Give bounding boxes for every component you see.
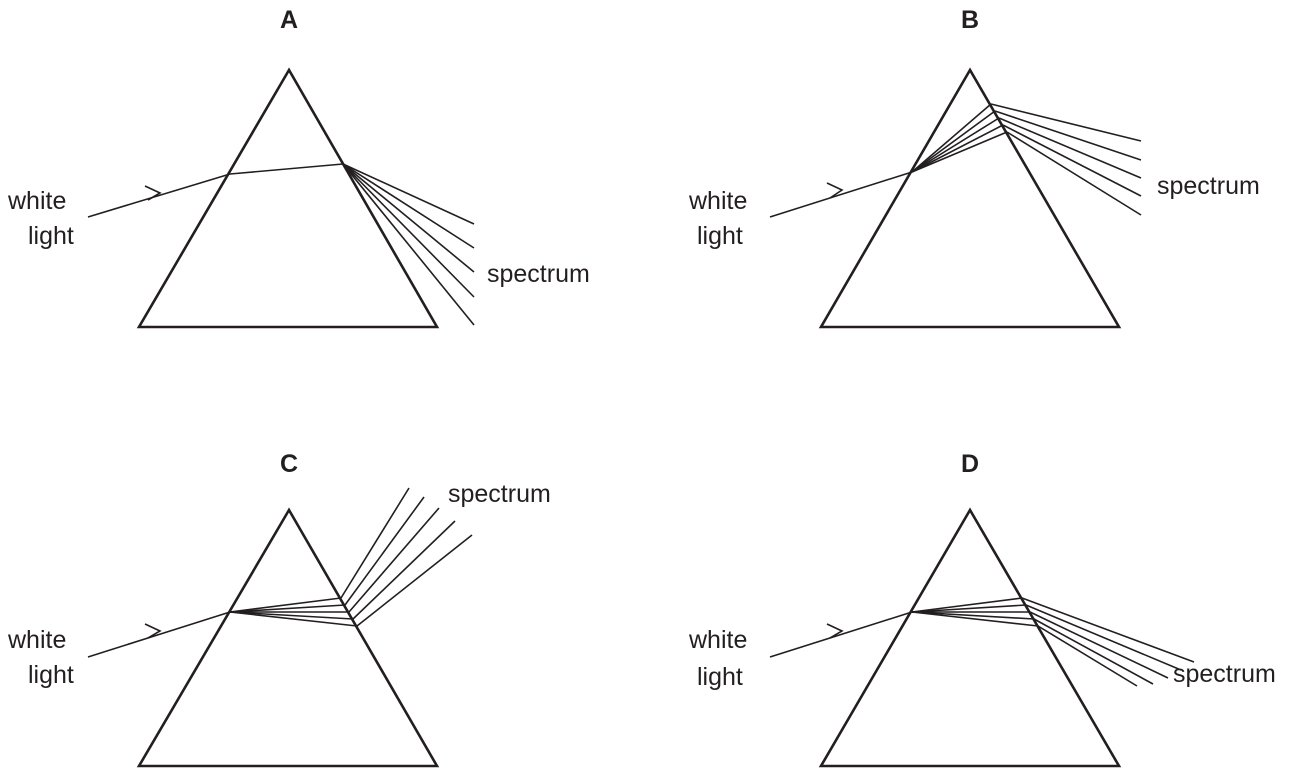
spectrum-ray	[342, 163, 475, 249]
internal-ray	[229, 611, 354, 620]
spectrum-label: spectrum	[1173, 660, 1276, 688]
panel-letter: B	[961, 6, 979, 34]
refracted-ray	[229, 163, 344, 175]
white-light-label-line1: white	[7, 187, 66, 215]
spectrum-ray	[348, 507, 440, 613]
internal-ray	[911, 110, 996, 173]
spectrum-label: spectrum	[1157, 172, 1260, 200]
internal-ray	[911, 604, 1027, 613]
prism-triangle	[818, 507, 1122, 768]
spectrum-ray	[1033, 618, 1154, 685]
internal-rays	[911, 597, 1039, 627]
panel-a: A white light spectrum	[7, 6, 590, 329]
internal-rays	[229, 597, 358, 627]
white-light-label-line1: white	[688, 187, 747, 215]
spectrum-ray	[352, 520, 456, 620]
spectrum-ray	[344, 496, 425, 606]
incident-ray	[87, 611, 231, 658]
internal-ray	[911, 611, 1035, 620]
internal-ray	[911, 103, 992, 173]
spectrum-ray	[356, 534, 473, 627]
panel-d: D white light spectrum	[688, 450, 1276, 768]
panel-c: C white light spectrum	[7, 450, 551, 768]
spectrum-ray	[1002, 124, 1142, 197]
spectrum-ray	[994, 110, 1142, 161]
spectrum-label: spectrum	[487, 260, 590, 288]
internal-ray	[229, 597, 342, 613]
white-light-label-line2: light	[28, 661, 74, 689]
prism-triangle	[136, 507, 440, 768]
arrowhead	[826, 623, 844, 639]
spectrum-ray	[1021, 597, 1195, 663]
internal-ray	[911, 131, 1008, 173]
spectrum-ray	[998, 117, 1142, 179]
prism-triangle	[136, 67, 440, 329]
spectrum-ray	[1006, 131, 1142, 216]
panel-b: B white light spectrum	[688, 6, 1260, 329]
internal-rays	[911, 103, 1008, 173]
incident-ray	[87, 173, 231, 218]
panel-letter: D	[961, 450, 979, 478]
incident-ray	[769, 611, 913, 658]
white-light-label-line1: white	[688, 626, 747, 654]
arrowhead	[144, 623, 162, 639]
panel-letter: C	[280, 450, 298, 478]
spectrum-ray	[1029, 611, 1169, 679]
spectrum-ray	[342, 163, 475, 273]
spectrum-ray	[990, 103, 1142, 142]
internal-ray	[911, 117, 1000, 173]
internal-ray	[911, 597, 1023, 613]
spectrum-ray	[342, 163, 475, 326]
spectrum-rays	[990, 103, 1142, 216]
spectrum-ray	[1037, 625, 1138, 687]
internal-ray	[911, 611, 1039, 627]
prism-triangle	[818, 67, 1122, 329]
arrowhead	[144, 185, 162, 201]
spectrum-ray	[1025, 604, 1182, 671]
spectrum-rays	[1021, 597, 1195, 687]
incident-ray	[769, 171, 913, 218]
panel-letter: A	[280, 6, 298, 34]
spectrum-ray	[342, 163, 475, 298]
white-light-label-line2: light	[28, 222, 74, 250]
spectrum-rays	[340, 487, 473, 627]
arrowhead	[826, 182, 844, 199]
internal-ray	[229, 604, 346, 613]
white-light-label-line2: light	[697, 663, 743, 691]
spectrum-label: spectrum	[448, 480, 551, 508]
spectrum-ray	[342, 163, 475, 225]
white-light-label-line2: light	[697, 222, 743, 250]
internal-ray	[229, 611, 358, 627]
internal-ray	[911, 124, 1004, 173]
spectrum-rays	[342, 163, 475, 326]
spectrum-ray	[340, 487, 410, 599]
white-light-label-line1: white	[7, 626, 66, 654]
